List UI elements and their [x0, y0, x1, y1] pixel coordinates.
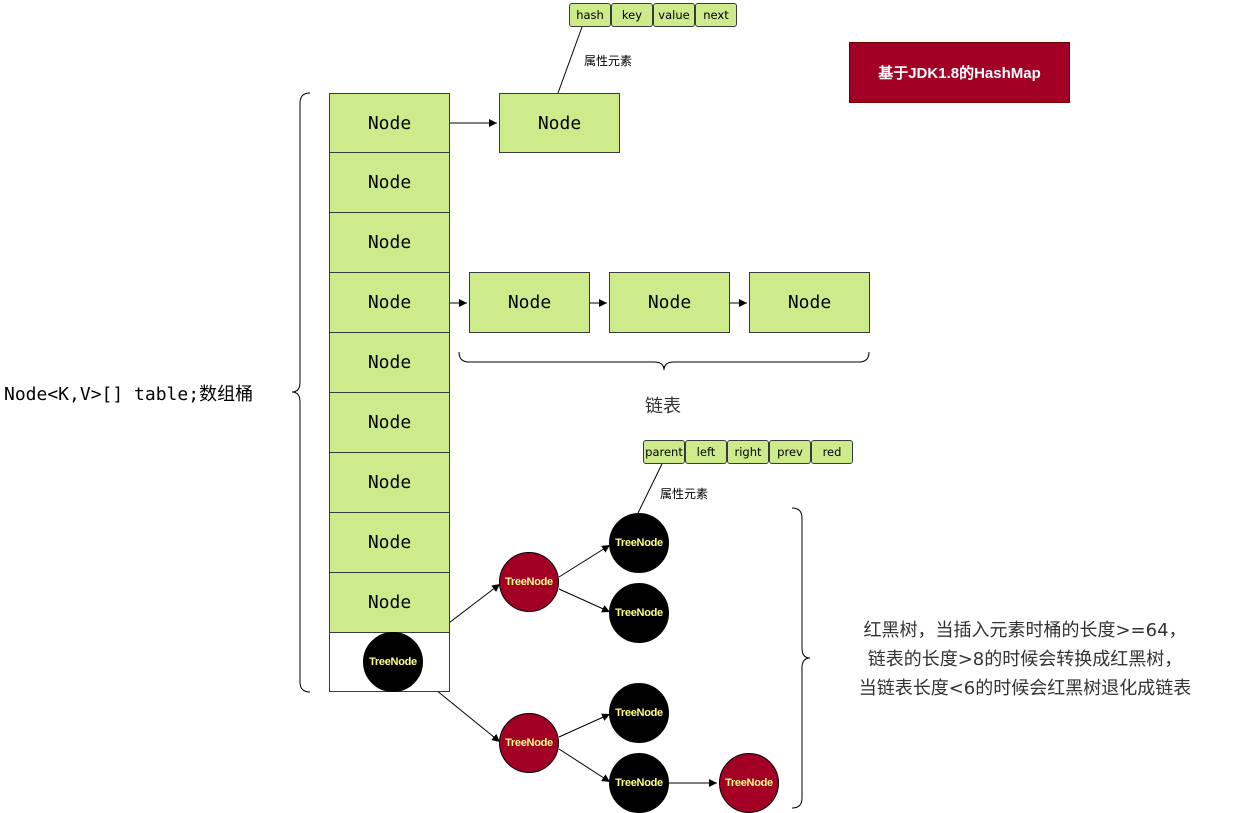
- list-node: Node: [469, 272, 590, 333]
- list-node: Node: [609, 272, 730, 333]
- tree-red-leaf-node: TreeNode: [719, 753, 779, 813]
- tree-lower-black-node-2: TreeNode: [609, 753, 669, 813]
- tree-description-line: 链表的长度>8的时候会转换成红黑树，: [867, 649, 1183, 670]
- linked-list-label: 链表: [645, 396, 681, 417]
- treenode-attr-label: 属性元素: [660, 487, 709, 501]
- attr-left: left: [685, 440, 727, 464]
- attr-hash: hash: [569, 3, 611, 27]
- tree-description-line: 红黑树，当插入元素时桶的长度>=64，: [863, 620, 1187, 641]
- bucket-node: Node: [329, 152, 450, 213]
- tree-lower-red-node: TreeNode: [499, 713, 559, 773]
- bucket-node: Node: [329, 452, 450, 513]
- bucket-node: Node: [329, 572, 450, 633]
- tree-attr-callout-line: [637, 463, 663, 514]
- diagram-title: 基于JDK1.8的HashMap: [849, 42, 1070, 103]
- attr-key: key: [611, 3, 653, 27]
- list-brace: [458, 351, 870, 371]
- table-brace: [291, 92, 311, 693]
- tree-description-line: 当链表长度<6的时候会红黑树退化成链表: [858, 678, 1192, 699]
- edge-upper-red-black2: [558, 588, 611, 613]
- attr-parent: parent: [643, 440, 685, 464]
- tree-upper-black-node-1: TreeNode: [609, 513, 669, 573]
- tree-brace: [791, 507, 811, 809]
- attr-next: next: [695, 3, 737, 27]
- bucket-node: Node: [329, 93, 450, 153]
- attr-prev: prev: [769, 440, 811, 464]
- attr-red: red: [811, 440, 853, 464]
- tree-upper-black-node-2: TreeNode: [609, 583, 669, 643]
- node-attr-label: 属性元素: [584, 54, 633, 68]
- bucket-node: Node: [329, 332, 450, 393]
- bucket-node: Node: [329, 512, 450, 573]
- attr-right: right: [727, 440, 769, 464]
- bucket-node: Node: [329, 272, 450, 333]
- edge-lower-red-black1: [558, 713, 611, 738]
- attr-callout-line: [557, 26, 583, 94]
- edge-upper-red-black1: [558, 544, 611, 578]
- tree-description: 红黑树，当插入元素时桶的长度>=64， 链表的长度>8的时候会转换成红黑树， 当…: [820, 616, 1230, 703]
- bucket-node: Node: [329, 212, 450, 273]
- attr-value: value: [653, 3, 695, 27]
- tree-root-node: TreeNode: [363, 632, 423, 692]
- table-label: Node<K,V>[] table;数组桶: [4, 384, 254, 405]
- bucket-node: Node: [329, 392, 450, 453]
- edge-lower-red-black2: [558, 748, 611, 783]
- tree-upper-red-node: TreeNode: [499, 552, 559, 612]
- list-node: Node: [749, 272, 870, 333]
- tree-lower-black-node-1: TreeNode: [609, 683, 669, 743]
- chain-node: Node: [499, 93, 620, 153]
